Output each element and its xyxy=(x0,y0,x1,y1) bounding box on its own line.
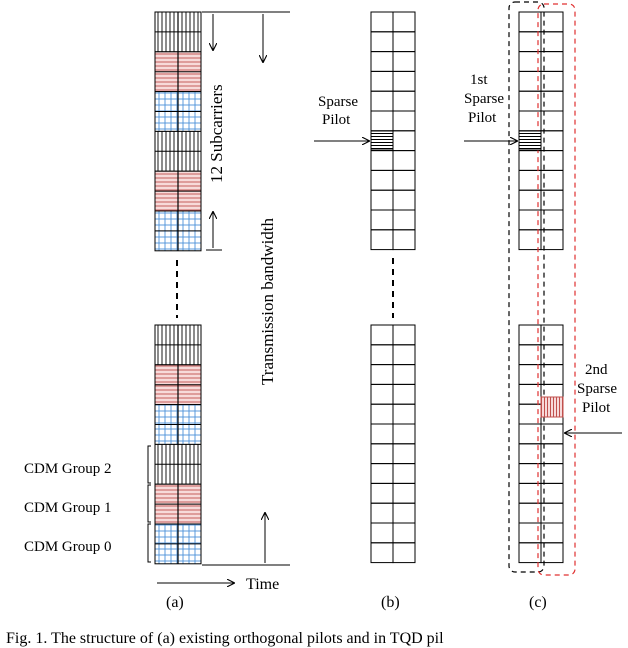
panel-b-grid-cell xyxy=(370,90,394,112)
panel-b-grid-cell xyxy=(392,51,416,72)
first-sparse-label-line3: Pilot xyxy=(468,110,497,126)
panel-b-grid-cell xyxy=(370,110,394,132)
second-pilot-dashed-box xyxy=(537,3,576,576)
panel-b-grid-cell xyxy=(392,423,416,445)
panel-b-grid-cell xyxy=(370,11,394,33)
time-label: Time xyxy=(246,576,279,593)
panel-b-grid-cell xyxy=(392,110,416,132)
panel-b-grid-cell xyxy=(392,90,416,112)
panel-b-grid-cell xyxy=(370,189,394,211)
panel-a-upper-stack xyxy=(154,11,202,252)
first-sparse-label-line1: 1st xyxy=(470,72,488,88)
sparse-pilot-cell xyxy=(370,130,394,151)
first-sparse-pilot-cell xyxy=(518,130,542,151)
panel-b-grid-cell xyxy=(392,364,416,385)
subcarriers-label: 12 Subcarriers xyxy=(207,84,226,183)
panel-b-grid-cell xyxy=(370,403,394,425)
figure-caption: Fig. 1. The structure of (a) existing or… xyxy=(6,630,444,647)
panel-b-grid-cell xyxy=(392,169,416,191)
panel-b-grid-cell xyxy=(370,502,394,524)
panel-b-grid-cell xyxy=(392,189,416,211)
panel-b-grid-cell xyxy=(392,31,416,53)
second-sparse-label-line2: Sparse xyxy=(577,381,617,397)
panel-b-grid-cell xyxy=(370,522,394,544)
cdm-group-1-brace xyxy=(147,484,151,523)
sparse-pilot-label-line1: Sparse xyxy=(318,94,358,110)
panel-b-grid-cell xyxy=(392,403,416,425)
panel-c: 1st Sparse Pilot 2nd Sparse Pilot (c) xyxy=(464,1,622,611)
second-sparse-pilot-cell xyxy=(540,396,564,418)
first-sparse-label-line2: Sparse xyxy=(464,91,504,107)
panel-b-grid-cell xyxy=(392,502,416,524)
panel-b-grid-cell xyxy=(392,11,416,33)
panel-b-grid-cell xyxy=(392,344,416,366)
panel-c-grid-cell xyxy=(540,542,564,564)
panel-c-lower-grid xyxy=(518,324,564,564)
panel-b-grid-cell xyxy=(370,364,394,385)
panel-b-grid-cell xyxy=(392,443,416,465)
bandwidth-label: Transmission bandwidth xyxy=(258,217,277,385)
panel-b-grid-cell xyxy=(392,522,416,544)
panel-b-grid-cell xyxy=(370,169,394,191)
second-sparse-label-line1: 2nd xyxy=(585,362,608,378)
panel-b-grid-cell xyxy=(370,209,394,231)
panel-b-grid-cell xyxy=(392,209,416,231)
panel-b-grid-cell xyxy=(392,482,416,504)
panel-b-grid-cell xyxy=(392,463,416,484)
panel-b-lower-grid xyxy=(370,324,416,564)
panel-b-grid-cell xyxy=(370,31,394,53)
panel-b-grid-cell xyxy=(392,383,416,405)
cdm-group-2-label: CDM Group 2 xyxy=(24,461,112,477)
panel-c-label: (c) xyxy=(529,594,547,611)
panel-b-grid-cell xyxy=(370,150,394,171)
panel-b-grid-cell xyxy=(370,344,394,366)
panel-b: Sparse Pilot (b) xyxy=(314,11,416,611)
panel-b-grid-cell xyxy=(370,423,394,445)
panel-c-upper-grid xyxy=(518,11,564,251)
panel-b-grid-cell xyxy=(370,482,394,504)
panel-b-grid-cell xyxy=(370,51,394,72)
panel-b-grid-cell xyxy=(392,70,416,92)
cdm-group-1-label: CDM Group 1 xyxy=(24,500,112,516)
panel-b-grid-cell xyxy=(370,443,394,465)
panel-b-grid-cell xyxy=(370,463,394,484)
panel-a-label: (a) xyxy=(166,594,184,611)
first-pilot-dashed-box xyxy=(508,1,545,573)
panel-b-label: (b) xyxy=(381,594,400,611)
cdm-group-0-brace xyxy=(147,523,151,563)
panel-b-grid-cell xyxy=(392,229,416,251)
cdm-group-2-brace xyxy=(147,445,151,484)
second-sparse-label-line3: Pilot xyxy=(582,400,611,416)
panel-b-grid-cell xyxy=(370,229,394,251)
panel-b-grid-cell xyxy=(392,150,416,171)
panel-c-grid-cell xyxy=(540,229,564,251)
sparse-pilot-label-line2: Pilot xyxy=(322,112,351,128)
panel-b-grid-cell xyxy=(370,70,394,92)
cdm-group-0-label: CDM Group 0 xyxy=(24,539,112,555)
panel-b-grid-cell xyxy=(392,130,416,152)
panel-b-grid-cell xyxy=(370,542,394,564)
panel-a-lower-stack xyxy=(154,324,202,565)
panel-b-grid-cell xyxy=(392,542,416,564)
panel-a: 12 Subcarriers Transmission bandwidth CD… xyxy=(24,11,290,611)
panel-b-grid-cell xyxy=(392,324,416,346)
panel-b-grid-cell xyxy=(370,383,394,405)
panel-b-grid-cell xyxy=(370,324,394,346)
